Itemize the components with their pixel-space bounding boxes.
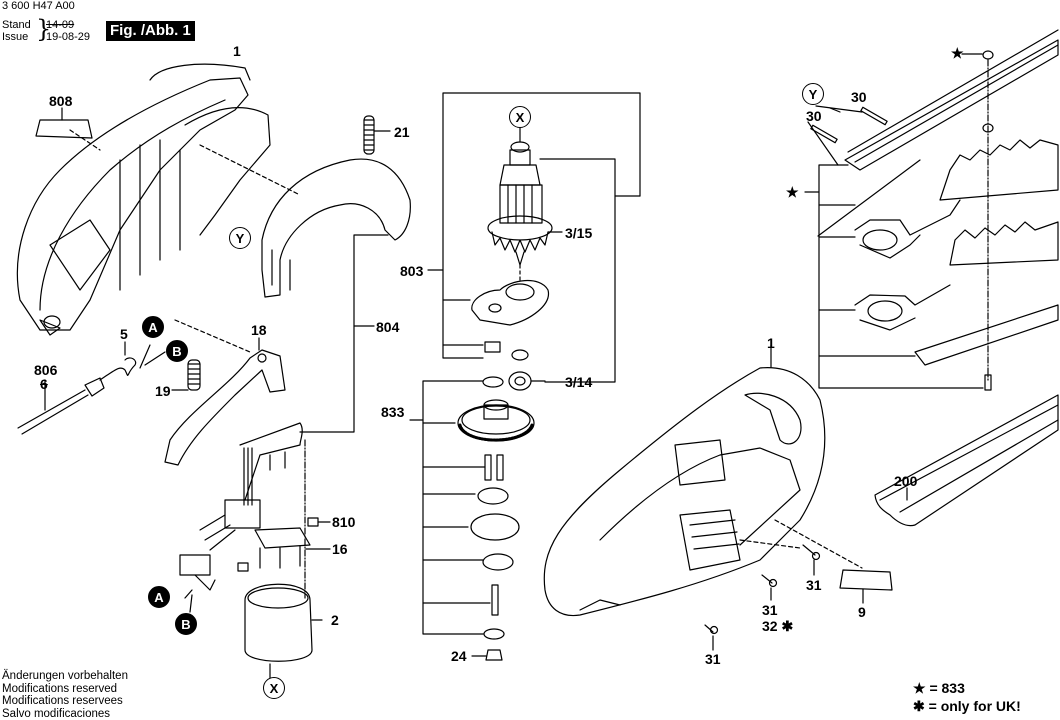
label-804: 804 [376,320,399,334]
notice-line-de: Änderungen vorbehalten [2,670,128,683]
disk-small-drawing [483,554,513,570]
callout-x-bottom: X [263,677,285,699]
callout-b-top: B [166,340,188,362]
label-31-c: 31 [705,652,721,666]
label-2: 2 [331,613,339,627]
nut-drawing [485,342,500,352]
label-6-superseded: 6 [40,377,48,391]
field-winding-drawing [245,440,322,678]
label-31-b: 31 [762,603,778,617]
disk-large-drawing [471,514,519,540]
label-9: 9 [858,605,866,619]
shaft-drawing [492,585,498,615]
label-16: 16 [332,542,348,556]
label-30-a: 30 [851,90,867,104]
bearing-plate-drawing [472,265,549,325]
label-3-15: 3/15 [565,226,592,240]
star-icon-group: ★ [786,185,799,199]
label-5: 5 [120,327,128,341]
blade-assembly-drawing [808,30,1058,390]
notice-line-es: Salvo modificaciones [2,708,128,720]
cover-plate-9-drawing [840,570,892,590]
callout-a-top: A [142,316,164,338]
notice-line-en: Modifications reserved [2,683,128,696]
label-3-14: 3/14 [565,375,592,389]
legend-star-text: = 833 [929,680,964,696]
wiring-harness-drawing [180,423,302,590]
cover-plate-808-drawing [36,120,92,138]
label-808: 808 [49,94,72,108]
label-housing-left: 1 [233,44,241,58]
callout-b-bottom: B [175,613,197,635]
legend-asterisk-text: = only for UK! [929,698,1021,714]
callout-x-top: X [509,106,531,128]
label-803: 803 [400,264,423,278]
bearing-drawing [509,372,531,390]
legend-asterisk-row: ✱ = only for UK! [913,697,1021,715]
label-19: 19 [155,384,171,398]
label-32: 32 [762,618,778,634]
label-31-a: 31 [806,578,822,592]
modification-notice: Änderungen vorbehalten Modifications res… [2,670,128,720]
star-icon: ★ [913,680,926,696]
label-18: 18 [251,323,267,337]
label-21: 21 [394,125,410,139]
star-icon-nut: ★ [951,46,964,60]
label-24: 24 [451,649,467,663]
symbol-legend: ★ = 833 ✱ = only for UK! [913,679,1021,715]
spring-21-drawing [364,116,390,154]
label-30-b: 30 [806,109,822,123]
asterisk-icon: ✱ [781,618,793,634]
nut-24-drawing [486,650,502,660]
bracket-833 [423,381,483,634]
spring-19-drawing [172,360,200,390]
callout-y-right: Y [802,83,824,105]
disk-drawing [478,488,508,504]
bracket-803 [443,93,640,358]
gear-drawing [458,400,534,441]
blade-guard-drawing [875,395,1058,526]
brush-holder-drawing [238,518,330,571]
asterisk-icon: ✱ [913,698,925,714]
handle-bracket-drawing [200,145,410,297]
legend-star-row: ★ = 833 [913,679,1021,697]
bracket-804 [300,235,388,432]
label-806: 806 [34,363,57,377]
armature-drawing [488,128,562,265]
label-32-uk-only: 32 ✱ [762,619,793,633]
washer-bottom-drawing [484,629,504,639]
callout-y-left: Y [229,227,251,249]
label-housing-right: 1 [767,336,775,350]
label-200: 200 [894,474,917,488]
label-833: 833 [381,405,404,419]
pin-drawing [485,455,491,480]
notice-line-fr: Modifications reservees [2,695,128,708]
callout-a-bottom: A [148,586,170,608]
label-810: 810 [332,515,355,529]
washer-drawing [512,350,528,360]
